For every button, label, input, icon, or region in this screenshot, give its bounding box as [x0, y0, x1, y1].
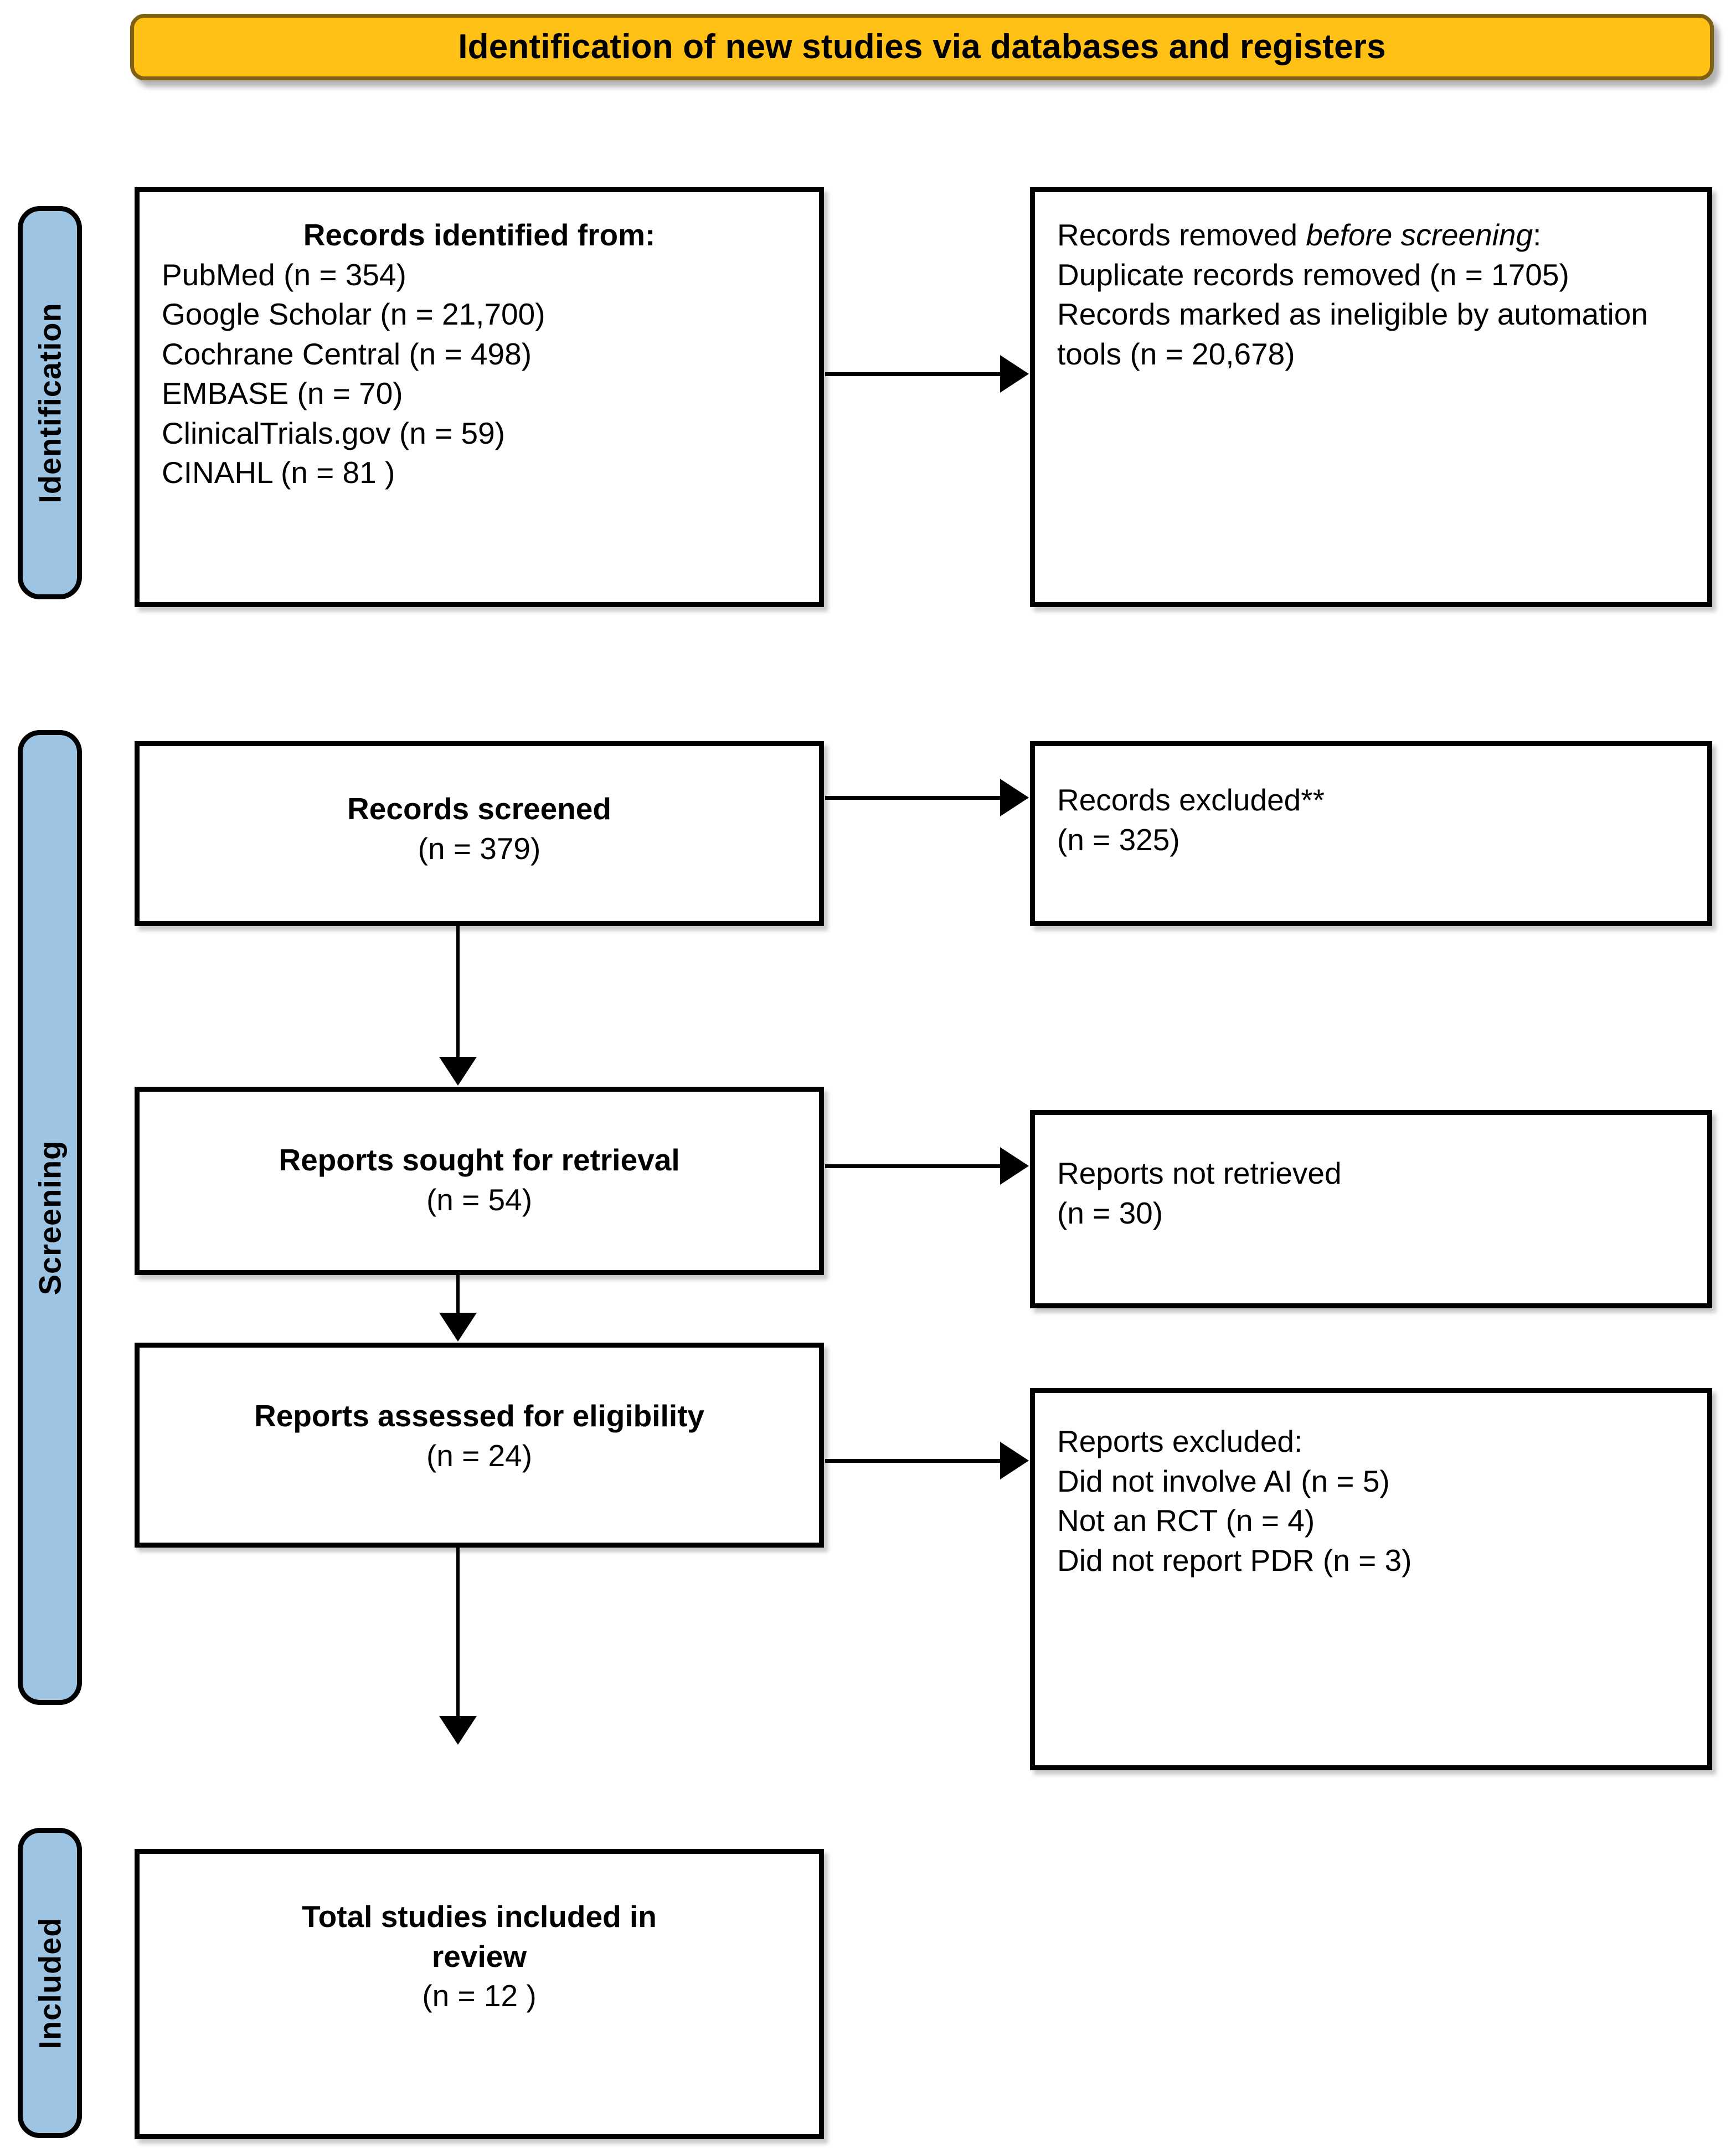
box-records-screened: Records screened (n = 379) [135, 741, 824, 926]
reports-sought-title: Reports sought for retrieval [279, 1143, 680, 1177]
stage-label-screening-text: Screening [32, 1140, 68, 1295]
duplicate-records-removed: Duplicate records removed (n = 1705) [1057, 257, 1569, 292]
connector-sought-to-assessed [456, 1275, 460, 1315]
stage-label-identification-text: Identification [32, 302, 68, 503]
box-records-excluded: Records excluded** (n = 325) [1030, 741, 1712, 926]
connector-assessed-to-included [456, 1548, 460, 1718]
connector-screened-to-sought [456, 926, 460, 1059]
records-identified-heading: Records identified from: [303, 218, 656, 252]
arrow-head-screened-to-excluded [1000, 779, 1029, 816]
reason-did-not-report-pdr: Did not report PDR (n = 3) [1057, 1543, 1412, 1577]
connector-identified-to-removed [825, 372, 1003, 376]
reports-not-retrieved-count: (n = 30) [1057, 1195, 1163, 1230]
records-screened-count: (n = 379) [418, 831, 541, 866]
arrow-head-identified-to-removed [1000, 355, 1029, 393]
reason-not-an-rct: Not an RCT (n = 4) [1057, 1503, 1315, 1538]
source-cinahl: CINAHL (n = 81 ) [162, 455, 395, 490]
records-removed-heading: Records removed before screening: [1057, 215, 1685, 255]
box-reports-excluded: Reports excluded: Did not involve AI (n … [1030, 1388, 1712, 1770]
total-included-title-line2: review [431, 1939, 527, 1974]
box-reports-assessed: Reports assessed for eligibility (n = 24… [135, 1343, 824, 1548]
box-reports-not-retrieved: Reports not retrieved (n = 30) [1030, 1110, 1712, 1308]
reports-assessed-title: Reports assessed for eligibility [254, 1399, 705, 1433]
identification-banner: Identification of new studies via databa… [130, 14, 1714, 80]
arrow-head-assessed-to-excluded [1000, 1442, 1029, 1479]
stage-label-identification: Identification [18, 206, 82, 599]
connector-screened-to-excluded [825, 796, 1003, 800]
box-reports-sought: Reports sought for retrieval (n = 54) [135, 1087, 824, 1275]
reports-not-retrieved-title: Reports not retrieved [1057, 1156, 1342, 1190]
arrow-head-sought-to-assessed [439, 1313, 477, 1342]
records-excluded-title: Records excluded** [1057, 783, 1325, 817]
records-removed-heading-plain: Records removed [1057, 218, 1306, 252]
total-included-count: (n = 12 ) [422, 1979, 537, 2013]
source-cochrane-central: Cochrane Central (n = 498) [162, 336, 532, 371]
box-total-included: Total studies included in review (n = 12… [135, 1849, 824, 2139]
arrow-head-screened-to-sought [439, 1057, 477, 1086]
box-records-removed: Records removed before screening: Duplic… [1030, 187, 1712, 607]
box-records-identified: Records identified from: PubMed (n = 354… [135, 187, 824, 607]
reports-assessed-count: (n = 24) [426, 1438, 533, 1473]
stage-label-screening: Screening [18, 730, 82, 1705]
connector-assessed-to-excluded [825, 1459, 1003, 1463]
total-included-title-line1: Total studies included in [302, 1899, 657, 1934]
source-embase: EMBASE (n = 70) [162, 376, 403, 410]
arrow-head-assessed-to-included [439, 1716, 477, 1745]
reason-did-not-involve-ai: Did not involve AI (n = 5) [1057, 1463, 1390, 1498]
source-pubmed: PubMed (n = 354) [162, 257, 406, 292]
source-google-scholar: Google Scholar (n = 21,700) [162, 297, 545, 331]
connector-sought-to-not-retrieved [825, 1164, 1003, 1168]
reports-sought-count: (n = 54) [426, 1182, 533, 1217]
banner-title: Identification of new studies via databa… [458, 27, 1386, 66]
records-removed-heading-italic: before screening [1306, 218, 1533, 252]
records-screened-title: Records screened [347, 792, 611, 826]
source-clinicaltrials-gov: ClinicalTrials.gov (n = 59) [162, 415, 505, 450]
reports-excluded-heading: Reports excluded: [1057, 1424, 1303, 1458]
records-marked-ineligible: Records marked as ineligible by automati… [1057, 297, 1648, 371]
stage-label-included-text: Included [32, 1916, 68, 2049]
stage-label-included: Included [18, 1828, 82, 2138]
records-removed-heading-colon: : [1533, 218, 1542, 252]
records-excluded-count: (n = 325) [1057, 822, 1180, 857]
arrow-head-sought-to-not-retrieved [1000, 1147, 1029, 1185]
